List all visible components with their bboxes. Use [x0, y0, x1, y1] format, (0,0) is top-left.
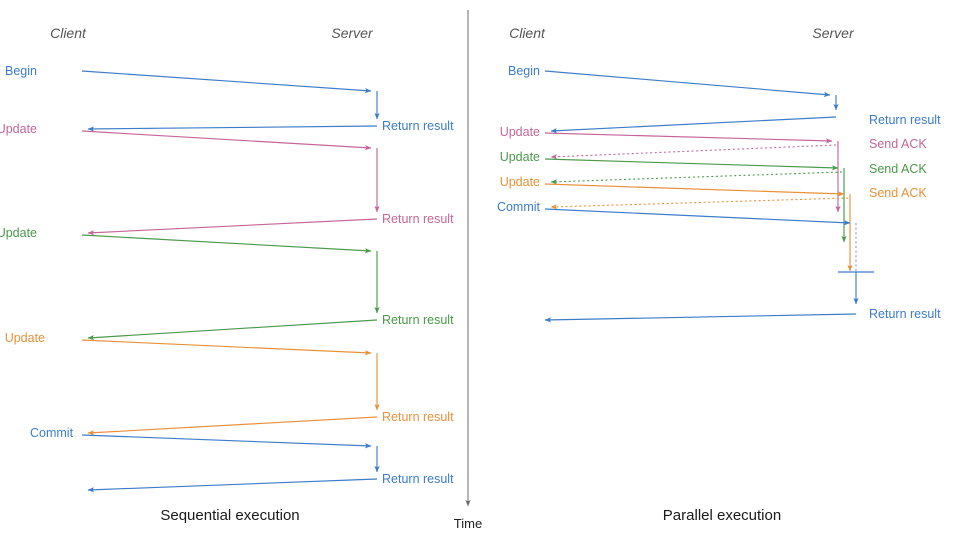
reply-arrow-commit-right — [544, 313, 857, 323]
request-arrow-commit-right — [544, 208, 851, 226]
ack-arrow-update1-right — [550, 144, 837, 160]
server-msg-label-ack1: Send ACK — [869, 137, 927, 151]
reply-arrow-begin-right — [550, 116, 837, 134]
client-msg-label-begin-right: Begin — [508, 64, 540, 78]
flow-begin-right — [544, 70, 839, 134]
flow-update3-left — [81, 339, 380, 436]
client-msg-label-update1-right: Update — [500, 125, 540, 139]
client-actor-label-right: Client — [509, 25, 546, 41]
panel-parallel: Client Server — [497, 25, 941, 524]
client-msg-label-begin: Begin — [5, 64, 37, 78]
flow-update1-left — [81, 130, 380, 236]
client-msg-label-update1: Update — [0, 122, 37, 136]
server-msg-label-return-right1: Return result — [869, 113, 941, 127]
request-arrow-update3 — [81, 339, 372, 356]
server-msg-label-return4: Return result — [382, 410, 454, 424]
request-arrow-update2-right — [544, 158, 839, 171]
caption-parallel: Parallel execution — [663, 507, 781, 524]
server-msg-label-return1: Return result — [382, 119, 454, 133]
client-msg-label-update2: Update — [0, 226, 37, 240]
request-arrow-commit — [81, 434, 372, 449]
request-arrow-begin — [81, 70, 372, 94]
time-axis-label: Time — [454, 516, 482, 531]
request-arrow-begin-right — [544, 70, 831, 98]
client-msg-label-update3-right: Update — [500, 175, 540, 189]
server-msg-label-return2: Return result — [382, 212, 454, 226]
flow-update2-left — [81, 234, 380, 341]
request-arrow-update3-right — [544, 183, 845, 197]
client-msg-label-commit-right: Commit — [497, 200, 541, 214]
server-msg-label-ack3: Send ACK — [869, 186, 927, 200]
server-actor-label-left: Server — [331, 25, 374, 41]
client-actor-label-left: Client — [50, 25, 87, 41]
request-arrow-update1 — [81, 130, 372, 151]
request-arrow-update1-right — [544, 132, 833, 144]
reply-arrow-commit — [87, 478, 378, 493]
reply-arrow-begin — [87, 125, 378, 132]
flow-commit-right — [544, 208, 874, 323]
flow-begin-left — [81, 70, 380, 132]
flow-commit-left — [81, 434, 380, 493]
flow-update2-right — [544, 158, 847, 243]
client-msg-label-commit: Commit — [30, 426, 74, 440]
reply-arrow-update1 — [87, 218, 378, 236]
caption-sequential: Sequential execution — [160, 507, 299, 524]
time-axis: Time — [454, 10, 482, 531]
flow-update1-right — [544, 132, 841, 213]
client-msg-label-update2-right: Update — [500, 150, 540, 164]
panel-sequential: Client Server — [0, 25, 454, 524]
request-arrow-update2 — [81, 234, 372, 254]
reply-arrow-update3 — [87, 416, 378, 436]
server-msg-label-ack2: Send ACK — [869, 162, 927, 176]
server-msg-label-return5: Return result — [382, 472, 454, 486]
ack-arrow-update2-right — [550, 171, 843, 185]
flow-update3-right — [544, 183, 853, 272]
ack-arrow-update3-right — [550, 197, 849, 210]
reply-arrow-update2 — [87, 319, 378, 341]
client-msg-label-update3: Update — [5, 331, 45, 345]
server-msg-label-return3: Return result — [382, 313, 454, 327]
server-actor-label-right: Server — [812, 25, 855, 41]
server-msg-label-return-right2: Return result — [869, 307, 941, 321]
